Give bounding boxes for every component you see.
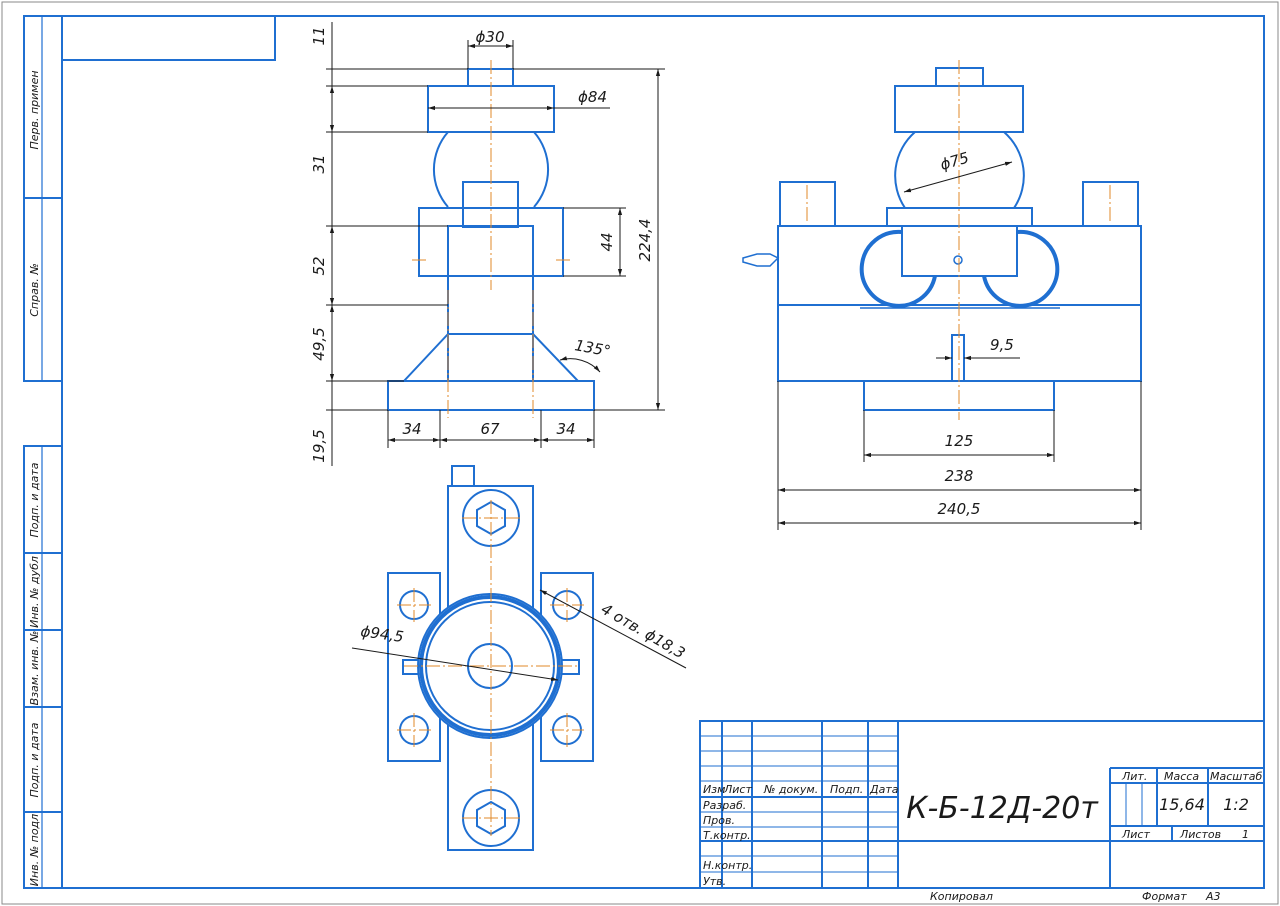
tb-scale-value: 1:2 <box>1223 795 1249 814</box>
dim-h-44: 44 <box>598 232 616 251</box>
dim-holes: 4 отв. ϕ18,3 <box>598 600 688 663</box>
dim-h-31: 31 <box>310 154 328 173</box>
stamp-sprav: Справ. № <box>28 263 41 317</box>
tb-scale-label: Масштаб <box>1210 770 1262 783</box>
dim-base-34-right: 34 <box>556 420 575 438</box>
stamp-inv-dubl: Инв. № дубл <box>28 556 41 628</box>
side-dimensions <box>777 161 1142 530</box>
tb-row-nkontr: Н.контр. <box>703 859 752 872</box>
footer-format-value: А3 <box>1205 890 1221 903</box>
tb-header-doc: № докум. <box>763 783 818 796</box>
tb-header-list: Лист <box>723 783 752 796</box>
stamp-podp-data-1: Подп. и дата <box>28 462 41 537</box>
footer: Копировал Формат А3 <box>930 890 1221 903</box>
dim-w-240-5: 240,5 <box>938 500 981 518</box>
tb-mass-value: 15,64 <box>1159 795 1205 814</box>
dim-h-11: 11 <box>310 26 328 45</box>
dim-w-238: 238 <box>945 467 974 485</box>
top-view <box>387 465 594 851</box>
side-view <box>742 60 1142 420</box>
tb-lit-label: Лит. <box>1121 770 1147 783</box>
base-plate <box>387 380 595 411</box>
tb-sheet-label: Лист <box>1121 828 1150 841</box>
dim-slot: 9,5 <box>990 336 1014 354</box>
top-dimensions <box>351 589 687 682</box>
tb-row-prov: Пров. <box>703 814 735 827</box>
dim-cap-dia: ϕ84 <box>578 88 607 106</box>
tb-sheets-value: 1 <box>1242 828 1249 841</box>
dim-h-total: 224,4 <box>636 219 654 262</box>
tb-sheets-label: Листов <box>1179 828 1221 841</box>
title-block: Изм Лист № докум. Подп. Дата Разраб. Про… <box>699 720 1265 889</box>
side-stamp-labels: Перв. примен Справ. № Подп. и дата Инв. … <box>28 70 41 886</box>
front-view <box>387 60 595 418</box>
base-cone <box>401 333 581 382</box>
front-dimension-labels: 11 31 52 49,5 19,5 44 224,4 ϕ30 ϕ84 135°… <box>310 26 654 462</box>
ball <box>432 131 550 208</box>
dim-ball-dia: ϕ75 <box>938 149 971 174</box>
stamp-vzam-inv: Взам. инв. № <box>28 631 41 706</box>
dim-h-19-5: 19,5 <box>310 429 328 462</box>
footer-copied: Копировал <box>930 890 993 903</box>
stamp-podp-data-2: Подп. и дата <box>28 722 41 797</box>
side-dimension-labels: ϕ75 9,5 125 238 240,5 <box>938 149 1014 518</box>
dim-h-49-5: 49,5 <box>310 327 328 360</box>
dim-ring-dia: ϕ94,5 <box>359 622 404 646</box>
front-dimensions <box>326 22 665 466</box>
stamp-inv-podl: Инв. № подл <box>28 814 41 886</box>
dim-base-34-left: 34 <box>402 420 421 438</box>
tb-header-data: Дата <box>869 783 899 796</box>
dim-angle: 135° <box>573 336 612 360</box>
dim-base-67: 67 <box>480 420 500 438</box>
stamp-perv-primen: Перв. примен <box>28 70 41 149</box>
dim-w-125: 125 <box>945 432 974 450</box>
tb-designation: К-Б-12Д-20т <box>906 791 1099 826</box>
tb-row-tkontr: Т.контр. <box>703 829 751 842</box>
dim-h-52: 52 <box>310 256 328 275</box>
tb-header-izm: Изм <box>703 783 725 796</box>
tb-row-razrab: Разраб. <box>703 799 746 812</box>
tb-header-podp: Подп. <box>830 783 863 796</box>
dim-shaft-dia: ϕ30 <box>476 28 505 46</box>
tb-mass-label: Масса <box>1164 770 1199 783</box>
footer-format-label: Формат <box>1142 890 1187 903</box>
tb-row-utv: Утв. <box>703 875 726 888</box>
